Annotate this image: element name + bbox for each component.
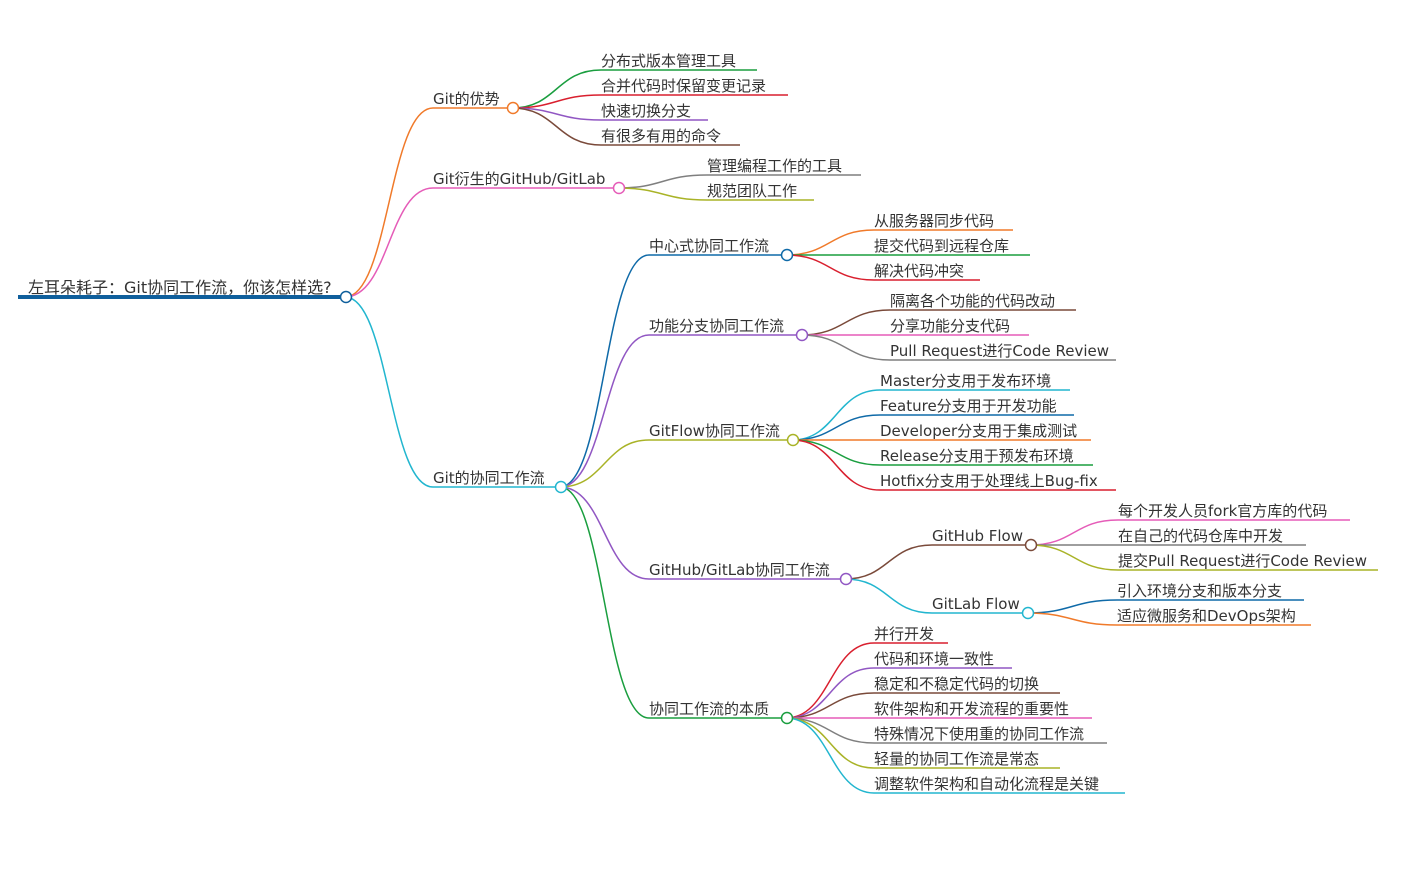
- topic-node[interactable]: Git衍生的GitHub/GitLab: [433, 170, 605, 188]
- connector: [559, 254, 650, 488]
- connector: [1029, 544, 1119, 571]
- mindmap-edges: [344, 69, 1119, 794]
- leaf-node[interactable]: 解决代码冲突: [874, 262, 964, 280]
- connector: [1026, 612, 1118, 626]
- connector: [511, 107, 602, 146]
- connector: [344, 296, 434, 488]
- root-topic[interactable]: 左耳朵耗子：Git协同工作流，你该怎样选?: [28, 278, 332, 297]
- connector: [791, 439, 881, 491]
- topic-node[interactable]: 中心式协同工作流: [649, 237, 769, 255]
- connector: [785, 717, 875, 769]
- connector: [785, 642, 875, 719]
- connector: [559, 439, 650, 488]
- leaf-node[interactable]: 稳定和不稳定代码的切换: [874, 675, 1039, 693]
- collapse-toggle-icon[interactable]: [780, 711, 794, 725]
- leaf-node[interactable]: 轻量的协同工作流是常态: [874, 750, 1039, 768]
- leaf-node[interactable]: 有很多有用的命令: [601, 127, 721, 145]
- mindmap-labels: 左耳朵耗子：Git协同工作流，你该怎样选? Git的优势 分布式版本管理工具合并代码…: [28, 52, 1367, 793]
- connector: [800, 334, 891, 361]
- leaf-node[interactable]: 分享功能分支代码: [890, 317, 1010, 335]
- leaf-node[interactable]: 管理编程工作的工具: [707, 157, 842, 175]
- connector: [785, 692, 875, 719]
- leaf-node[interactable]: Pull Request进行Code Review: [890, 342, 1109, 360]
- topic-node[interactable]: GitHub Flow: [932, 527, 1023, 545]
- connector: [617, 174, 708, 189]
- topic-node[interactable]: GitHub/GitLab协同工作流: [649, 561, 830, 579]
- leaf-node[interactable]: 每个开发人员fork官方库的代码: [1118, 502, 1327, 520]
- connector: [559, 334, 650, 488]
- connector: [791, 439, 881, 466]
- collapse-toggle-icon[interactable]: [786, 433, 800, 447]
- connector: [1029, 519, 1119, 546]
- connector: [511, 69, 602, 109]
- connector: [785, 667, 875, 719]
- connector: [344, 107, 434, 298]
- collapse-toggle-icon[interactable]: [1021, 606, 1035, 620]
- collapse-toggle-icon[interactable]: [839, 572, 853, 586]
- leaf-node[interactable]: 快速切换分支: [601, 102, 691, 120]
- connector: [344, 187, 434, 298]
- connector: [844, 544, 933, 580]
- leaf-node[interactable]: 适应微服务和DevOps架构: [1117, 607, 1296, 625]
- collapse-toggle-icon[interactable]: [780, 248, 794, 262]
- leaf-node[interactable]: 在自己的代码仓库中开发: [1118, 527, 1283, 545]
- topic-node[interactable]: 协同工作流的本质: [649, 700, 769, 718]
- connector: [617, 187, 708, 201]
- topic-node[interactable]: GitLab Flow: [932, 595, 1020, 613]
- leaf-node[interactable]: 特殊情况下使用重的协同工作流: [874, 725, 1084, 743]
- connector: [785, 717, 875, 794]
- connector: [785, 254, 875, 281]
- leaf-node[interactable]: 并行开发: [874, 625, 934, 643]
- leaf-node[interactable]: 提交Pull Request进行Code Review: [1118, 552, 1367, 570]
- connector: [791, 414, 881, 441]
- collapse-toggle-icon[interactable]: [339, 290, 353, 304]
- leaf-node[interactable]: Master分支用于发布环境: [880, 372, 1051, 390]
- connector: [844, 578, 933, 614]
- leaf-node[interactable]: 隔离各个功能的代码改动: [890, 292, 1055, 310]
- collapse-toggle-icon[interactable]: [612, 181, 626, 195]
- connector: [800, 309, 891, 336]
- topic-node[interactable]: Git的优势: [433, 90, 500, 108]
- connector: [1026, 599, 1118, 614]
- mindmap-underlines: [18, 69, 1378, 794]
- leaf-node[interactable]: 规范团队工作: [707, 182, 797, 200]
- connector: [511, 94, 602, 109]
- connector: [785, 717, 875, 744]
- connector: [559, 486, 650, 580]
- collapse-toggle-icon[interactable]: [554, 480, 568, 494]
- collapse-toggle-icon[interactable]: [506, 101, 520, 115]
- leaf-node[interactable]: 代码和环境一致性: [874, 650, 994, 668]
- leaf-node[interactable]: 调整软件架构和自动化流程是关键: [874, 775, 1099, 793]
- connector: [791, 389, 881, 441]
- leaf-node[interactable]: Developer分支用于集成测试: [880, 422, 1077, 440]
- leaf-node[interactable]: 分布式版本管理工具: [601, 52, 736, 70]
- leaf-node[interactable]: 软件架构和开发流程的重要性: [874, 700, 1069, 718]
- mindmap-circles: [339, 101, 1038, 725]
- connector: [559, 486, 650, 719]
- leaf-node[interactable]: 引入环境分支和版本分支: [1117, 582, 1282, 600]
- leaf-node[interactable]: Feature分支用于开发功能: [880, 397, 1057, 415]
- leaf-node[interactable]: 从服务器同步代码: [874, 212, 994, 230]
- leaf-node[interactable]: 合并代码时保留变更记录: [601, 77, 766, 95]
- connector: [785, 229, 875, 256]
- leaf-node[interactable]: Release分支用于预发布环境: [880, 447, 1074, 465]
- leaf-node[interactable]: Hotfix分支用于处理线上Bug-fix: [880, 472, 1098, 490]
- topic-node[interactable]: Git的协同工作流: [433, 469, 545, 487]
- collapse-toggle-icon[interactable]: [1024, 538, 1038, 552]
- topic-node[interactable]: 功能分支协同工作流: [649, 317, 784, 335]
- collapse-toggle-icon[interactable]: [795, 328, 809, 342]
- topic-node[interactable]: GitFlow协同工作流: [649, 422, 780, 440]
- leaf-node[interactable]: 提交代码到远程仓库: [874, 237, 1009, 255]
